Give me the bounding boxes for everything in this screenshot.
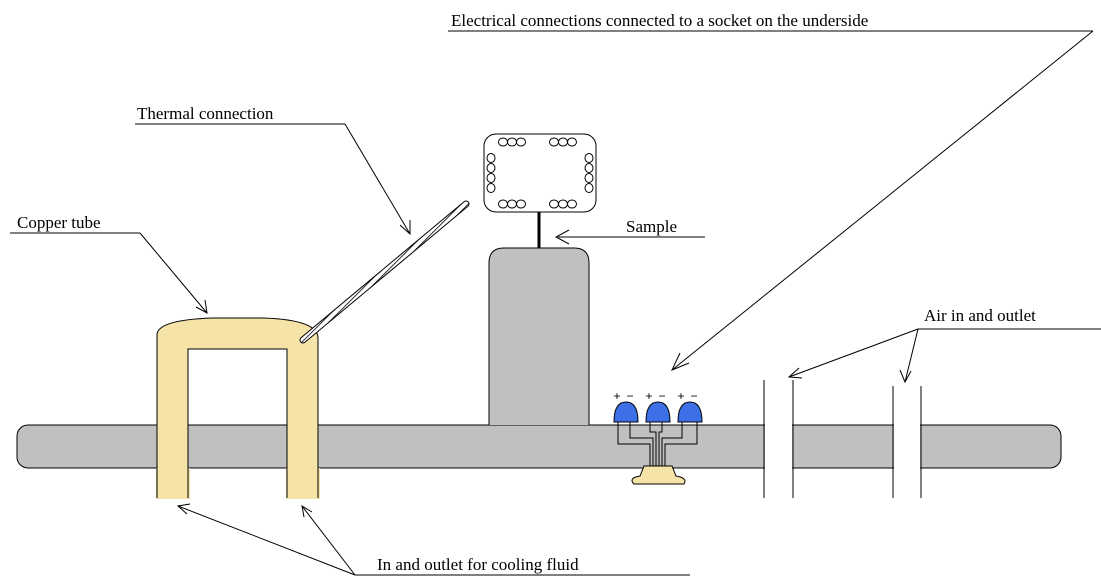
electrical-connectors xyxy=(613,401,703,485)
label-electrical: Electrical connections connected to a so… xyxy=(451,11,868,30)
sample-holder-block xyxy=(488,247,590,425)
label-thermal: Thermal connection xyxy=(137,104,274,123)
label-cooling: In and outlet for cooling fluid xyxy=(377,555,579,574)
air-tube-right xyxy=(892,386,922,498)
socket xyxy=(631,465,686,485)
air-tube-left xyxy=(763,380,794,498)
connector-sign: + xyxy=(645,389,652,403)
label-sample: Sample xyxy=(626,217,677,236)
connector-sign: − xyxy=(690,389,697,403)
connector-sign: − xyxy=(626,389,633,403)
connector-sign: + xyxy=(677,389,684,403)
heater-coil xyxy=(483,133,597,213)
label-copper-tube: Copper tube xyxy=(17,213,101,232)
label-air: Air in and outlet xyxy=(924,306,1036,325)
connector-sign: − xyxy=(658,389,665,403)
leader-lines xyxy=(10,30,1101,576)
connector-sign: + xyxy=(613,389,620,403)
